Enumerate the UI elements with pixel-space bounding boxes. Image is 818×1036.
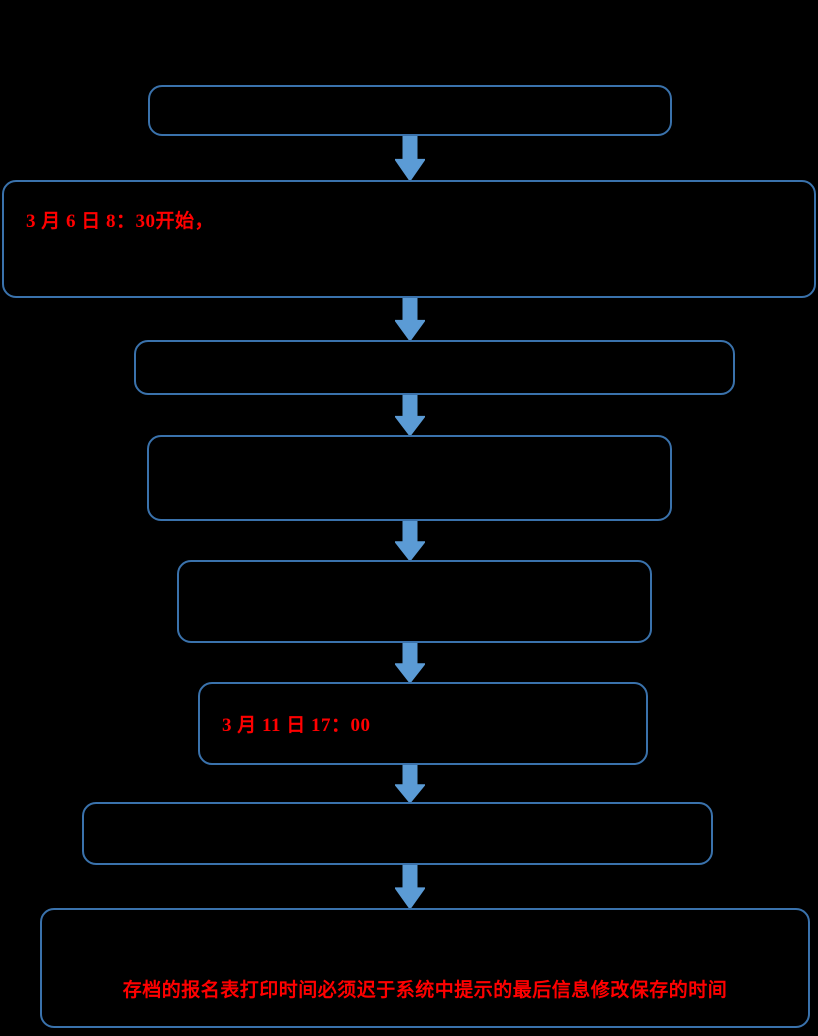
flowchart-node-1[interactable]: [148, 85, 672, 136]
flow-arrow-down: [395, 136, 425, 181]
flow-arrow-down: [395, 765, 425, 803]
flowchart-node-6[interactable]: 3 月 11 日 17：00: [198, 682, 648, 765]
flow-arrow-down: [395, 643, 425, 683]
flow-arrow-down: [395, 395, 425, 436]
flow-arrow-down: [395, 865, 425, 909]
flowchart-node-8-label: 存档的报名表打印时间必须迟于系统中提示的最后信息修改保存的时间: [122, 980, 728, 1001]
flowchart-node-2-label: 3 月 6 日 8：30开始，: [26, 211, 215, 232]
flowchart-node-3[interactable]: [134, 340, 735, 395]
flowchart-node-2[interactable]: 3 月 6 日 8：30开始，: [2, 180, 816, 298]
flowchart-node-8[interactable]: 存档的报名表打印时间必须迟于系统中提示的最后信息修改保存的时间: [40, 908, 810, 1028]
flow-arrow-down: [395, 521, 425, 561]
flowchart-node-5[interactable]: [177, 560, 652, 643]
flowchart-node-6-label: 3 月 11 日 17：00: [222, 715, 371, 736]
flow-arrow-down: [395, 298, 425, 341]
flowchart-node-4[interactable]: [147, 435, 672, 521]
flowchart-node-7[interactable]: [82, 802, 713, 865]
